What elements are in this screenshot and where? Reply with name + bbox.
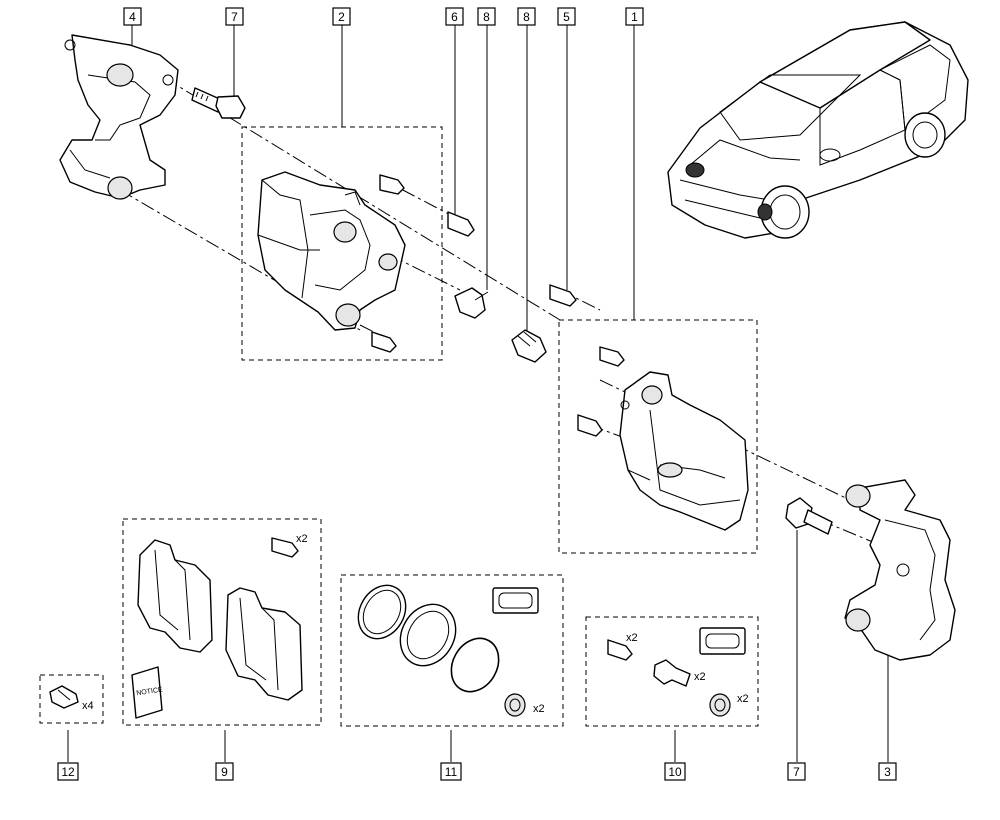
callout-3: 3 — [878, 762, 897, 781]
seal-boot-x2: x2 — [504, 693, 545, 717]
callout-8-left: 8 — [477, 7, 496, 26]
caliper-bracket-3 — [844, 479, 956, 661]
svg-text:x2: x2 — [626, 632, 638, 644]
callout-7-bottom: 7 — [787, 762, 806, 781]
brake-pad-kit-box — [122, 518, 322, 726]
grease-sachet-11 — [492, 587, 539, 614]
repair-kit-box — [340, 574, 564, 727]
callout-7-top: 7 — [225, 7, 244, 26]
callout-8-right: 8 — [517, 7, 536, 26]
callout-11: 11 — [440, 762, 462, 781]
piston-seal — [357, 584, 407, 640]
grease-sachet-10 — [699, 627, 746, 655]
guide-bolt-6 — [447, 211, 475, 237]
svg-text:5: 5 — [563, 10, 570, 24]
svg-text:1: 1 — [631, 10, 638, 24]
callout-2: 2 — [332, 7, 351, 26]
brake-pad-1 — [137, 539, 213, 653]
bolt-box1-top — [599, 346, 625, 367]
bolt-7-top — [191, 87, 246, 119]
guide-pin-8-right — [511, 329, 547, 363]
svg-text:4: 4 — [129, 10, 136, 24]
bolt-box1-left — [577, 414, 603, 437]
svg-text:x2: x2 — [737, 693, 749, 705]
clip-kit-box — [39, 674, 104, 724]
pad-bolts: x2 — [271, 533, 308, 558]
svg-text:9: 9 — [221, 765, 228, 779]
svg-text:3: 3 — [884, 765, 891, 779]
bleed-screw-2 — [379, 174, 405, 195]
callout-12: 12 — [57, 762, 79, 781]
callout-6: 6 — [445, 7, 464, 26]
svg-text:12: 12 — [61, 765, 75, 779]
callout-4: 4 — [123, 7, 142, 26]
callout-5: 5 — [557, 7, 576, 26]
callout-10: 10 — [664, 762, 686, 781]
callout-9: 9 — [215, 762, 234, 781]
dust-boot — [399, 603, 457, 667]
car-illustration — [667, 21, 969, 239]
svg-text:x2: x2 — [296, 533, 308, 545]
kit-guide-pin-x2: x2 — [653, 659, 706, 687]
svg-text:8: 8 — [523, 10, 530, 24]
svg-text:x2: x2 — [533, 703, 545, 715]
svg-text:NOTICE: NOTICE — [136, 687, 163, 698]
svg-text:2: 2 — [338, 10, 345, 24]
brake-pad-2 — [225, 587, 303, 701]
retaining-ring — [450, 637, 500, 693]
brake-caliper-2 — [257, 171, 406, 331]
svg-text:x2: x2 — [694, 671, 706, 683]
svg-text:11: 11 — [445, 765, 458, 779]
callout-1: 1 — [625, 7, 644, 26]
kit-boot-x2: x2 — [709, 693, 749, 717]
svg-text:7: 7 — [793, 765, 800, 779]
svg-text:x4: x4 — [82, 700, 94, 712]
svg-text:7: 7 — [231, 10, 238, 24]
guide-pin-8-left — [454, 287, 489, 319]
caliper-kit-box-1 — [558, 319, 758, 554]
svg-text:6: 6 — [451, 10, 458, 24]
instruction-leaflet: NOTICE — [131, 666, 163, 719]
bolt-kit-box — [585, 616, 759, 727]
caliper-bracket-4 — [59, 34, 179, 200]
bolt-box2-bottom — [371, 331, 397, 353]
svg-text:8: 8 — [483, 10, 490, 24]
brake-caliper-1 — [619, 371, 749, 531]
pad-clip-x4: x4 — [49, 685, 94, 712]
svg-text:10: 10 — [668, 765, 682, 779]
kit-bolt-x2: x2 — [607, 632, 638, 661]
bolt-5 — [549, 284, 577, 307]
bolt-7-bottom — [785, 497, 833, 535]
